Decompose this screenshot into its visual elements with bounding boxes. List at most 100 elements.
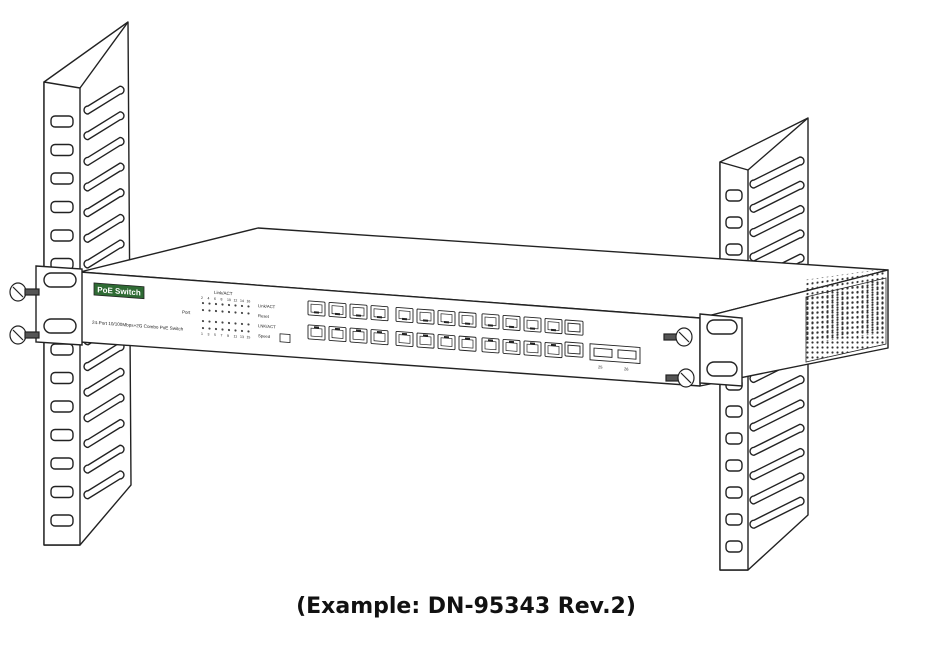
- rj45-latch: [423, 334, 428, 337]
- status-led: [208, 302, 211, 305]
- rj45-port-grid: [307, 300, 563, 359]
- status-led: [227, 328, 231, 332]
- rail-hole: [725, 540, 743, 553]
- led-number: 1: [201, 332, 203, 336]
- rail-slot: [749, 156, 805, 189]
- rj45-latch: [488, 324, 493, 327]
- rj45-jack: [419, 335, 432, 346]
- led-number: 3: [208, 332, 210, 336]
- led-header: Link/ACT: [214, 290, 233, 296]
- rail-slot: [749, 229, 805, 262]
- led-number: 4: [208, 296, 210, 300]
- rail-slot: [749, 496, 805, 529]
- port-label: Port: [182, 310, 191, 316]
- led-status-labels: Link/ACT Reset LNK/ACT Speed: [258, 303, 276, 339]
- rail-hole: [50, 229, 74, 242]
- rj45-latch: [377, 315, 382, 319]
- brand-label: PoE Switch: [97, 285, 141, 297]
- led-number: 10: [227, 298, 231, 302]
- rj45-jack: [505, 342, 518, 352]
- switch-chassis: [79, 227, 889, 387]
- rj45-jack: [547, 345, 560, 355]
- rail-hole: [50, 514, 74, 527]
- sfp-slots[interactable]: [589, 343, 641, 364]
- rj45-latch: [335, 327, 340, 331]
- led-number: 13: [240, 335, 244, 339]
- rj45-latch: [402, 317, 407, 321]
- led-number: 11: [234, 334, 238, 338]
- rj45-latch: [530, 342, 535, 345]
- rail-slot: [749, 423, 805, 456]
- uplink-label-26: 26: [624, 366, 629, 371]
- rj45-latch: [444, 320, 449, 324]
- status-led: [234, 322, 237, 325]
- rj45-jack: [373, 332, 386, 342]
- rail-hole: [725, 432, 743, 445]
- uplink-rj45[interactable]: [564, 319, 584, 358]
- led-number: 14: [240, 299, 244, 303]
- rj45-latch: [444, 335, 449, 339]
- status-led: [221, 303, 224, 306]
- status-led: [247, 323, 250, 326]
- rail-hole: [50, 343, 74, 356]
- rail-slot: [83, 136, 125, 166]
- status-led: [221, 321, 224, 324]
- rj45-latch: [377, 330, 382, 334]
- rj45-jack: [484, 340, 497, 351]
- rail-slot: [749, 180, 805, 213]
- rj45-jack: [398, 334, 411, 344]
- rail-slot: [749, 472, 805, 505]
- rail-hole: [725, 459, 743, 472]
- rj45-jack: [440, 337, 453, 347]
- rj45-latch: [488, 339, 493, 342]
- status-led: [247, 312, 250, 315]
- status-led: [227, 321, 231, 325]
- rj45-latch: [465, 322, 470, 325]
- rj45-jack: [331, 329, 344, 339]
- rail-hole: [50, 172, 74, 185]
- led-label-lnkact: LNK/ACT: [258, 323, 276, 329]
- rj45-latch: [314, 311, 319, 314]
- rail-hole: [50, 371, 74, 385]
- rail-hole: [50, 115, 74, 128]
- led-label-reset: Reset: [258, 313, 270, 319]
- side-vents: [805, 277, 887, 363]
- status-led: [208, 320, 211, 323]
- rj45-jack: [310, 327, 323, 338]
- status-led: [214, 320, 218, 324]
- figure-caption: (Example: DN-95343 Rev.2): [296, 594, 636, 619]
- rj45-latch: [423, 319, 428, 322]
- rail-slot: [83, 188, 125, 218]
- led-matrix: [201, 301, 250, 333]
- rail-hole: [725, 243, 743, 256]
- status-led: [208, 309, 211, 312]
- rail-hole: [725, 405, 743, 418]
- led-number: 5: [214, 333, 216, 337]
- status-led: [201, 301, 205, 305]
- status-led: [214, 327, 218, 331]
- rail-hole: [50, 200, 74, 214]
- rail-hole: [50, 485, 74, 499]
- rail-slot: [83, 393, 125, 423]
- status-led: [227, 310, 231, 314]
- status-led: [240, 311, 244, 315]
- uplink-label-25: 25: [598, 364, 603, 369]
- right-mount-bracket: [699, 313, 743, 387]
- status-led: [208, 327, 211, 330]
- rail-slot: [749, 447, 805, 481]
- status-led: [247, 305, 250, 308]
- led-number: 2: [201, 296, 203, 300]
- rj45-latch: [335, 312, 340, 316]
- rail-hole: [725, 189, 743, 202]
- reset-button[interactable]: [279, 333, 291, 343]
- rj45-latch: [530, 327, 535, 330]
- rj45-latch: [356, 329, 361, 332]
- rj45-jack: [461, 338, 474, 349]
- status-led: [240, 329, 244, 333]
- rail-hole: [50, 143, 74, 157]
- rail-slot: [83, 470, 125, 500]
- rail-slot: [83, 444, 125, 474]
- status-led: [214, 309, 218, 313]
